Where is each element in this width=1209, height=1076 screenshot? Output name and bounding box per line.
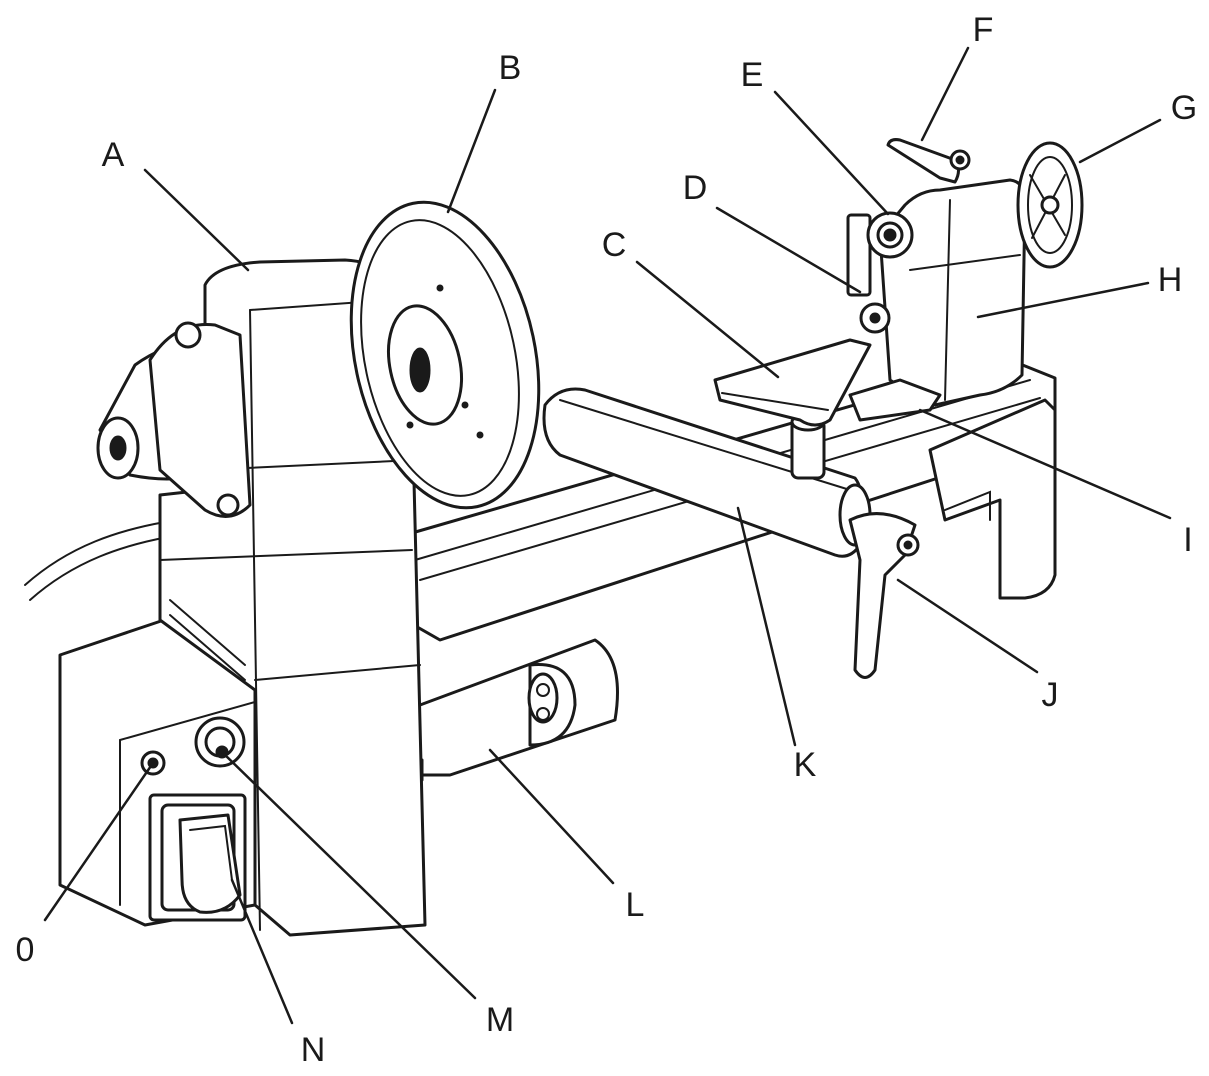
tailstock-quill — [846, 211, 914, 334]
leader-l — [488, 748, 615, 885]
leader-j — [896, 578, 1039, 674]
callout-m: M — [485, 1001, 515, 1039]
callout-e: E — [740, 56, 764, 94]
power-cord — [24, 521, 166, 586]
callout-f: F — [972, 11, 994, 49]
leader-i — [918, 408, 1172, 520]
callout-b: B — [498, 49, 522, 87]
leader-c — [635, 260, 780, 379]
power-switch-paddle — [178, 813, 242, 914]
speed-knob — [194, 716, 246, 768]
headstock — [96, 258, 427, 937]
callout-g: G — [1170, 89, 1198, 127]
leader-a — [143, 168, 250, 272]
tailstock-handwheel — [1016, 141, 1084, 269]
leader-d — [715, 206, 862, 294]
quill-lock-lever — [886, 138, 971, 184]
leader-m — [220, 750, 477, 1000]
callout-h: H — [1157, 261, 1183, 299]
banjo — [542, 387, 872, 558]
leader-h — [976, 281, 1150, 319]
pulley-wheel — [349, 200, 541, 510]
callout-a: A — [101, 136, 125, 174]
tool-rest — [713, 338, 872, 480]
tailstock — [848, 178, 1027, 422]
callout-o: 0 — [15, 931, 35, 969]
callout-k: K — [793, 746, 817, 784]
leader-f — [920, 46, 970, 142]
callout-d: D — [682, 169, 708, 207]
callout-l: L — [625, 886, 645, 924]
callout-j: J — [1041, 676, 1059, 714]
leader-lines — [43, 46, 1172, 1025]
leader-n — [230, 878, 294, 1025]
leader-k — [736, 506, 797, 747]
callout-c: C — [601, 226, 627, 264]
callout-i: I — [1183, 521, 1193, 559]
motor — [398, 638, 619, 782]
leader-g — [1078, 118, 1162, 164]
leader-e — [773, 90, 890, 216]
leader-b — [446, 88, 497, 214]
banjo-lock-lever — [848, 512, 920, 679]
leader-o — [43, 761, 155, 922]
callout-n: N — [300, 1031, 326, 1069]
